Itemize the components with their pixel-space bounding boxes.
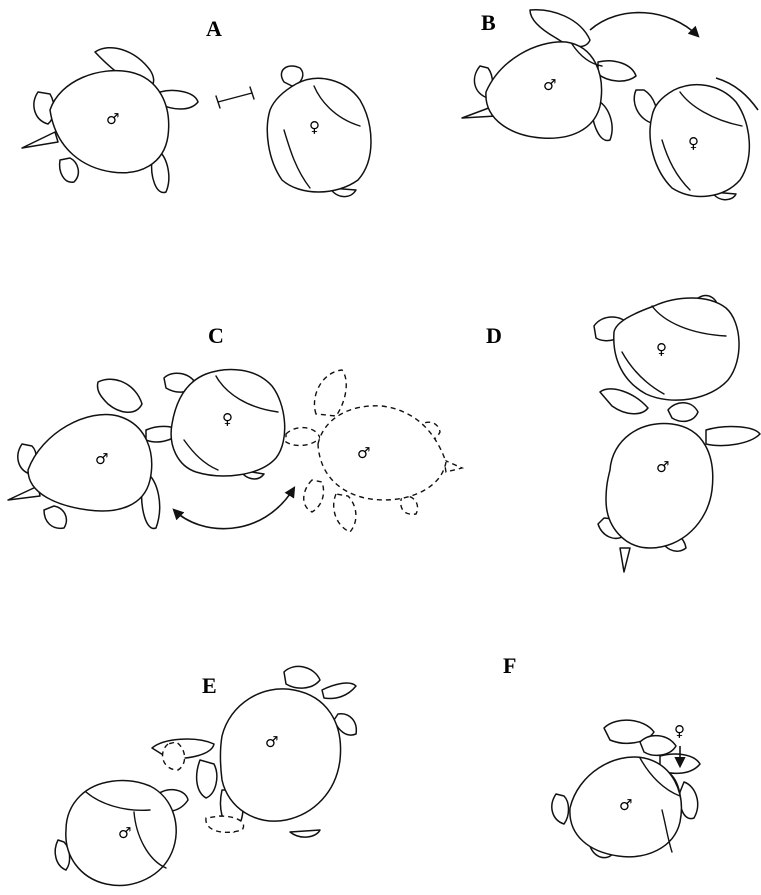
panel-e-male-symbol: ♂ [265,735,278,750]
panel-d-male-symbol: ♂ [656,460,669,475]
panel-c-rotation-arrow [174,488,294,529]
panel-label-e: E [202,675,217,697]
panel-f-male-symbol: ♂ [619,798,632,813]
panel-d-drawing [594,296,760,572]
panel-c-drawing [8,370,462,532]
panel-b-arrow-upper [590,13,698,36]
panel-b-drawing [462,10,758,200]
panel-a-male-symbol: ♂ [106,112,119,127]
panel-f-drawing [552,720,700,858]
panel-c-female-symbol: ♀ [222,412,233,427]
panel-c-male-turtle [8,379,180,528]
panel-c-male-symbol: ♂ [95,452,108,467]
panel-b-female-symbol: ♀ [688,136,699,151]
panel-a-female-symbol: ♀ [309,120,320,135]
panel-label-b: B [481,12,496,34]
panel-f-mating-pair [552,720,700,858]
panel-c-ghost-turtle [286,370,462,532]
panel-e-male-turtle [152,666,356,837]
panel-d-male-turtle [598,389,760,572]
panel-label-c: C [208,325,224,347]
panel-d-female-symbol: ♀ [656,342,667,357]
panel-a-distance-marker [216,87,254,108]
panel-e-drawing [55,666,356,885]
panel-c-ghost-symbol: ♂ [357,446,370,461]
panel-b-male-symbol: ♂ [543,78,556,93]
panel-label-d: D [486,325,502,347]
panel-label-f: F [503,655,516,677]
panel-e-female-symbol: ♂ [118,826,131,841]
panel-f-female-symbol: ♀ [674,724,685,739]
panel-label-a: A [206,18,222,40]
